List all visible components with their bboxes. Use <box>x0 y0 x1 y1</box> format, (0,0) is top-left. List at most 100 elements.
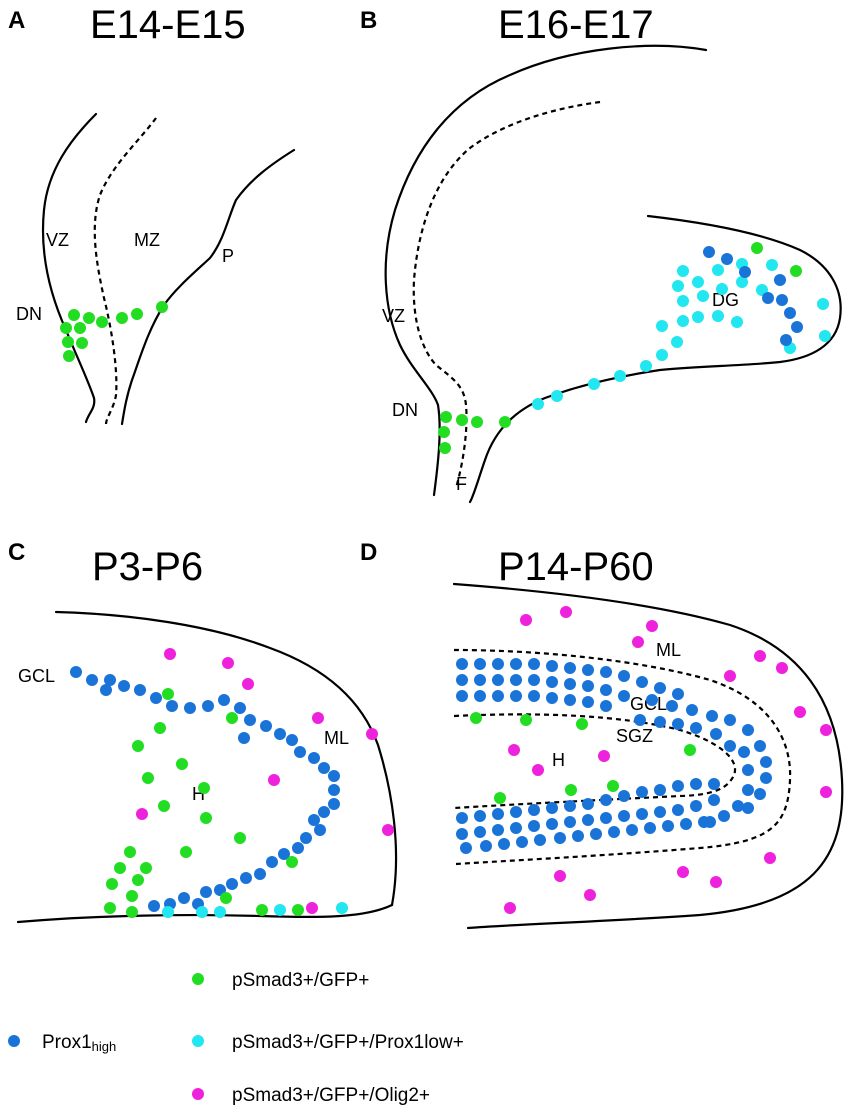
panel-d-blue-dot <box>582 798 594 810</box>
panel-d-blue-dot <box>528 820 540 832</box>
panel-d-blue-dot <box>474 826 486 838</box>
panel-d-outer-line <box>452 582 844 930</box>
panel-a-green-dot <box>131 308 143 320</box>
panel-d-blue-dot <box>546 676 558 688</box>
panel-d-magenta-dot <box>794 706 806 718</box>
panel-b-vz-label: VZ <box>382 306 405 326</box>
panel-d-blue-dot <box>760 772 772 784</box>
panel-d-blue-dot <box>636 808 648 820</box>
panel-c-green-dot <box>292 904 304 916</box>
panel-c-ml-label: ML <box>324 728 349 748</box>
panel-d-magenta-dot <box>532 764 544 776</box>
panel-d-blue-dot <box>510 822 522 834</box>
panel-d-blue-dot <box>564 678 576 690</box>
panel-c-green-dot <box>198 782 210 794</box>
panel-c-blue-dot <box>318 806 330 818</box>
panel-b-cyan-dot <box>712 310 724 322</box>
panel-c-magenta-dot <box>164 648 176 660</box>
panel-a-green-dot <box>60 322 72 334</box>
panel-b-blue-dot <box>776 294 788 306</box>
panel-c-green-dot <box>256 904 268 916</box>
panel-b-cyan-dot <box>671 336 683 348</box>
panel-b-dg-line <box>468 214 842 504</box>
panel-c-green-dot <box>126 906 138 918</box>
panel-d-blue-dot <box>738 746 750 758</box>
panel-d-blue-dot <box>474 690 486 702</box>
panel-b-cyan-dot <box>731 316 743 328</box>
panel-b-cyan-dot <box>532 398 544 410</box>
panel-d-blue-dot <box>710 728 722 740</box>
panel-d-blue-dot <box>754 740 766 752</box>
panel-b-cyan-dot <box>677 315 689 327</box>
legend-magenta-label: pSmad3+/GFP+/Olig2+ <box>232 1085 430 1106</box>
panel-d-blue-dot <box>600 812 612 824</box>
panel-d-green-dot <box>576 718 588 730</box>
panel-d-blue-dot <box>564 694 576 706</box>
panel-letter-b: B <box>360 7 377 34</box>
cell-dots <box>60 242 832 918</box>
panel-a-green-dot <box>156 301 168 313</box>
panel-d-blue-dot <box>510 658 522 670</box>
panel-b-blue-dot <box>791 321 803 333</box>
panel-d-blue-dot <box>718 810 730 822</box>
panel-c-cyan-dot <box>274 904 286 916</box>
panel-b-outlines <box>384 44 842 504</box>
panel-b-green-dot <box>471 416 483 428</box>
panel-c-blue-dot <box>226 878 238 890</box>
panel-d-blue-dot <box>724 740 736 752</box>
panel-d-blue-dot <box>572 830 584 842</box>
panel-d-blue-dot <box>460 842 472 854</box>
panel-a-vz-label: VZ <box>46 230 69 250</box>
panel-d-blue-dot <box>600 700 612 712</box>
panel-c-cyan-dot <box>196 906 208 918</box>
panel-a-green-dot <box>96 316 108 328</box>
panel-b-boundary-dashed <box>412 100 601 489</box>
panel-d-blue-dot <box>510 674 522 686</box>
panel-d-blue-dot <box>528 804 540 816</box>
panel-b-cortex-line <box>384 44 708 497</box>
legend-blue-main: Prox1 <box>42 1032 92 1053</box>
panel-d-blue-dot <box>672 688 684 700</box>
panel-d-blue-dot <box>618 790 630 802</box>
panel-d-blue-dot <box>724 714 736 726</box>
panel-d-blue-dot <box>456 828 468 840</box>
panel-d-magenta-dot <box>598 750 610 762</box>
panel-c-blue-dot <box>314 824 326 836</box>
panel-c-green-dot <box>106 878 118 890</box>
panel-c-bottom-line <box>16 903 394 924</box>
panel-d-blue-dot <box>510 806 522 818</box>
panel-c-green-dot <box>286 856 298 868</box>
panel-c-blue-dot <box>234 702 246 714</box>
panel-d-blue-dot <box>546 660 558 672</box>
panel-c-magenta-dot <box>268 774 280 786</box>
panel-b-dn-label: DN <box>392 400 418 420</box>
panel-d-magenta-dot <box>776 662 788 674</box>
panel-d-magenta-dot <box>724 670 736 682</box>
panel-c-blue-dot <box>178 892 190 904</box>
panel-d-blue-dot <box>498 838 510 850</box>
panel-c-blue-dot <box>166 700 178 712</box>
panel-d-blue-dot <box>456 658 468 670</box>
panel-c-blue-dot <box>308 814 320 826</box>
panel-d-blue-dot <box>760 756 772 768</box>
panel-c-blue-dot <box>244 714 256 726</box>
panel-d-green-dot <box>684 744 696 756</box>
panel-c-green-dot <box>104 902 116 914</box>
legend-cyan-label: pSmad3+/GFP+/Prox1low+ <box>232 1032 464 1053</box>
panel-a-green-dot <box>74 322 86 334</box>
panel-c-blue-dot <box>318 762 330 774</box>
panel-c-blue-dot <box>70 666 82 678</box>
panel-d-blue-dot <box>686 704 698 716</box>
legend-blue-sub: high <box>92 1039 117 1054</box>
panel-d-magenta-dot <box>677 866 689 878</box>
panel-b-cyan-dot <box>716 283 728 295</box>
panel-d-blue-dot <box>706 710 718 722</box>
panel-d-magenta-dot <box>554 870 566 882</box>
panel-a-mz-label: MZ <box>134 230 160 250</box>
panel-c-blue-dot <box>104 674 116 686</box>
legend: pSmad3+/GFP+ Prox1high pSmad3+/GFP+/Prox… <box>8 970 464 1106</box>
panel-c-blue-dot <box>294 746 306 758</box>
panel-d-blue-dot <box>516 836 528 848</box>
panel-b-cyan-dot <box>614 370 626 382</box>
